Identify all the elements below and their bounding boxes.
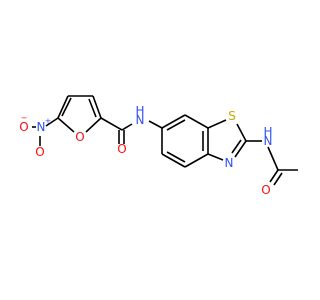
bond-nitro-n-c5 <box>45 117 59 127</box>
atom-furan-amide-n: N <box>136 113 145 127</box>
atom-nitro-o-minus: O <box>19 120 28 134</box>
bond-nh-benzene <box>148 120 163 129</box>
bond-furan-o-c5 <box>57 117 75 133</box>
atom-butanamide-o: O <box>261 183 270 197</box>
bond-butanamide-carbonyl-o-second <box>273 172 283 186</box>
charge-plus: + <box>45 117 52 126</box>
atom-thiazole-n: N <box>225 156 234 170</box>
atom-thiazole-s: S <box>228 109 236 123</box>
bond-thiazole-c2-n-inner <box>231 139 242 154</box>
bond-furan-c3-c2 <box>92 95 102 119</box>
atom-labels: O − N + O O O N H S N N H O <box>19 104 272 197</box>
atom-nitro-o-double: O <box>35 145 44 159</box>
bond-furan-c2-o <box>85 117 102 133</box>
bond-carbonyl-nh <box>121 123 133 131</box>
bond-furan-c5-c4 <box>57 95 69 119</box>
bond-benzene-c6-c7-inner <box>166 119 186 131</box>
bond-furan-c5-c4-inner <box>61 97 72 117</box>
bond-thiazole-c2-n <box>234 140 247 158</box>
bond-benzene-c7-c7a <box>184 114 209 129</box>
charge-minus: − <box>21 114 28 123</box>
atom-nitro-n-plus: N <box>37 120 46 134</box>
bond-butanamide-carbonyl-o <box>269 169 279 183</box>
bond-benzene-c6-c7 <box>161 114 186 129</box>
atom-furan-amide-h: H <box>135 104 144 118</box>
bond-thiazole-s-c2 <box>236 123 247 142</box>
bond-thiazole-n-c3a <box>207 153 224 161</box>
bond-furan-c2-carbonyl <box>100 117 123 131</box>
bond-benzene-c4-c5-inner <box>166 151 186 163</box>
atom-furan-amide-o: O <box>117 142 126 156</box>
atom-furan-o: O <box>75 130 84 144</box>
bond-benzene-c4-c5 <box>161 153 186 168</box>
bond-furan-c3-c2-inner <box>88 98 97 118</box>
bond-nh-carbonyl <box>267 146 279 171</box>
chemical-structure-diagram: O − N + O O O N H S N N H O <box>19 95 298 197</box>
atom-butanamide-n: N <box>264 134 273 148</box>
bond-thiazole-c7a-s <box>207 119 227 129</box>
bonds <box>32 95 298 186</box>
bond-benzene-c3a-c4 <box>184 153 209 168</box>
atom-butanamide-h: H <box>263 125 272 139</box>
